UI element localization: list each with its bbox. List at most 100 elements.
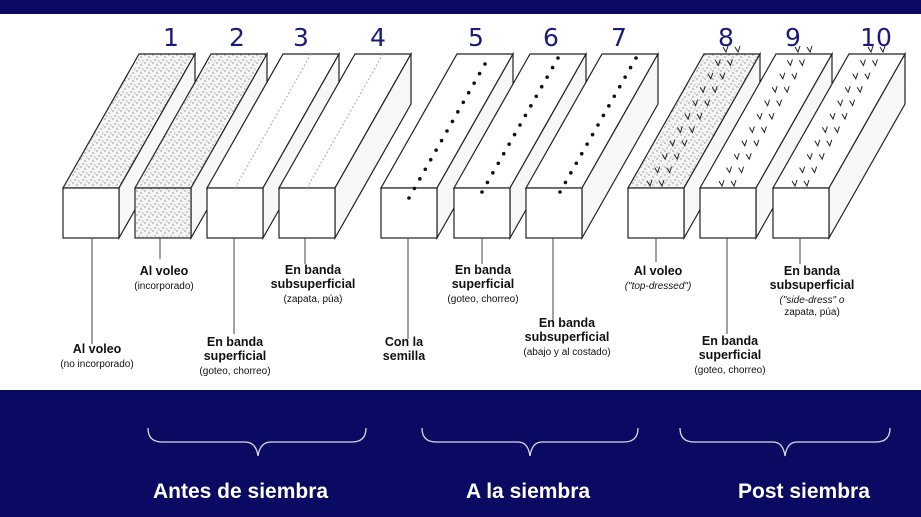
side-dress-arrow [764,99,771,107]
column-number-7: 7 [611,23,627,52]
block-front-face [206,187,264,239]
column-number-6: 6 [543,23,559,52]
fertilizer-dot [550,65,555,70]
side-dress-arrow [818,153,825,161]
fertilizer-dot [456,110,460,114]
side-dress-arrow [799,166,806,174]
label-title-line: subsuperficial [271,277,356,291]
side-dress-arrow [771,86,778,94]
side-dress-arrow [849,99,856,107]
fertilizer-dot [563,180,568,185]
fertilizer-dot [472,81,476,85]
side-dress-arrow [798,59,805,67]
side-dress-arrow [756,112,763,121]
block-front-face [453,187,511,239]
fertilizer-dot [601,113,606,118]
side-dress-arrow [864,72,871,80]
fertilizer-dot [574,161,579,166]
side-dress-arrow [786,59,793,67]
label-sub-line: (abajo y al costado) [523,347,610,358]
label-title-line: En banda [784,264,841,278]
label-title-line: superficial [204,349,267,363]
fertilizer-dot [480,190,484,194]
fertilizer-dot [512,132,517,137]
fertilizer-dot [445,129,449,133]
side-dress-arrow [833,126,840,134]
side-dress-arrow [811,166,818,174]
fertilizer-dot [539,84,544,89]
side-dress-arrow [748,126,755,134]
label-sub-line: (incorporado) [134,281,193,292]
fertilizer-dot [461,100,466,105]
label-title-line: superficial [699,348,762,362]
side-dress-arrow [733,153,740,161]
side-dress-arrow [714,59,721,67]
fertilizer-dot [569,171,573,175]
side-dress-arrow [829,112,836,121]
side-dress-arrow [794,45,801,54]
block-front-face [699,187,757,239]
side-dress-arrow [791,179,798,188]
fertilizer-dot [634,56,638,60]
label-title-line: Con la [385,335,424,349]
stage-label-before: Antes de siembra [153,480,329,503]
column-number-10: 10 [860,23,892,52]
side-dress-arrow [718,179,725,188]
side-dress-arrow [681,139,688,147]
fertilizer-dot [617,84,622,89]
fertilizer-dot [623,75,627,79]
side-dress-arrow [841,112,848,121]
side-dress-arrow [707,72,714,80]
fertilizer-dot [450,119,455,124]
side-dress-arrow [779,72,786,80]
side-dress-arrow [806,153,813,161]
side-dress-arrow [826,139,833,147]
label-title-line: En banda [455,263,512,277]
side-dress-arrow [711,86,718,94]
fertilizer-dot [477,71,482,76]
label-title-line: Al voleo [73,342,122,356]
side-dress-arrow [844,86,851,94]
soil-block-4 [277,51,413,241]
side-dress-arrow [745,153,752,161]
soil-block-7 [524,51,660,241]
side-dress-arrow [806,45,813,54]
block-front-face [380,187,438,239]
fertilizer-dot [529,104,533,108]
fertilizer-dot [434,148,438,152]
side-dress-arrow [719,72,726,80]
band-line [306,53,384,189]
stage-braces [147,427,891,457]
placement-label-2: Al voleo(incorporado) [134,264,193,292]
band-line [234,53,312,189]
side-dress-arrow [768,112,775,121]
side-dress-arrow [654,166,661,174]
side-dress-arrow [734,45,741,54]
column-number-3: 3 [293,23,309,52]
side-dress-arrow [658,179,665,188]
block-front-face [772,187,830,239]
soil-block-1 [61,51,197,241]
side-dress-arrow [673,153,680,161]
side-dress-arrow [730,179,737,188]
column-number-2: 2 [229,23,245,52]
side-dress-arrow [867,45,874,54]
label-sub-line: ("side-dress" o [780,295,845,306]
side-dress-arrow [722,45,729,54]
side-dress-arrow [879,45,886,54]
soil-block-10 [771,45,907,241]
fertilizer-dot [545,75,549,79]
side-dress-arrow [669,139,676,147]
brace-at [421,427,639,457]
fertilizer-dot [558,190,562,194]
side-dress-arrow [859,59,866,67]
fertilizer-dot [496,161,501,166]
fertilizer-dot [556,56,560,60]
fertilizer-dot [485,180,490,185]
fertilizer-dot [418,177,422,181]
